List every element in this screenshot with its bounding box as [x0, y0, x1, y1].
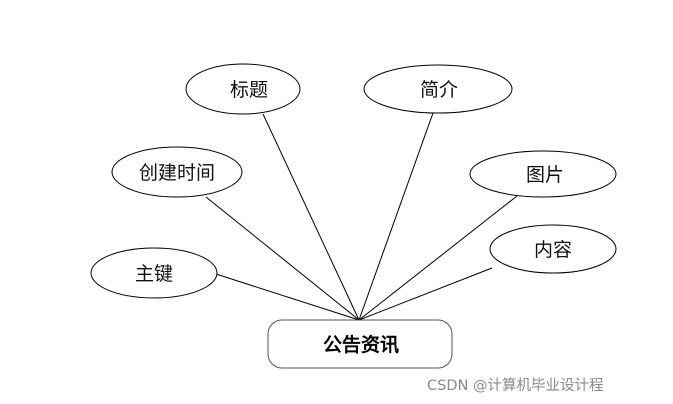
connector-content	[358, 267, 493, 321]
connector-title	[262, 113, 360, 321]
connector-lines	[205, 112, 518, 321]
attribute-summary: 简介	[363, 64, 513, 114]
attribute-title-label: 标题	[230, 79, 268, 101]
watermark-text: CSDN @计算机毕业设计程	[427, 378, 604, 394]
attribute-summary-label: 简介	[420, 79, 458, 101]
attribute-created-time: 创建时间	[111, 146, 243, 198]
attribute-image-ellipse	[469, 150, 617, 198]
connector-summary	[358, 112, 434, 321]
connector-created-time	[205, 196, 360, 321]
attribute-content: 内容	[489, 224, 617, 274]
attribute-summary-ellipse	[363, 64, 513, 114]
attribute-created-time-label: 创建时间	[139, 162, 215, 184]
attribute-created-time-ellipse	[111, 146, 243, 198]
attribute-primary-key: 主键	[90, 247, 218, 299]
attribute-primary-key-ellipse	[90, 247, 218, 299]
connector-image	[358, 195, 518, 321]
attribute-image: 图片	[469, 150, 617, 198]
entity-label: 公告资讯	[323, 333, 399, 356]
attribute-content-label: 内容	[534, 239, 572, 261]
entity: 公告资讯	[267, 319, 453, 369]
attribute-title: 标题	[185, 63, 301, 115]
attribute-image-label: 图片	[526, 164, 564, 186]
attribute-primary-key-label: 主键	[135, 263, 173, 285]
attribute-title-ellipse	[185, 63, 301, 115]
connector-primary-key	[215, 273, 360, 321]
entity-box	[267, 319, 453, 369]
attribute-content-ellipse	[489, 224, 617, 274]
